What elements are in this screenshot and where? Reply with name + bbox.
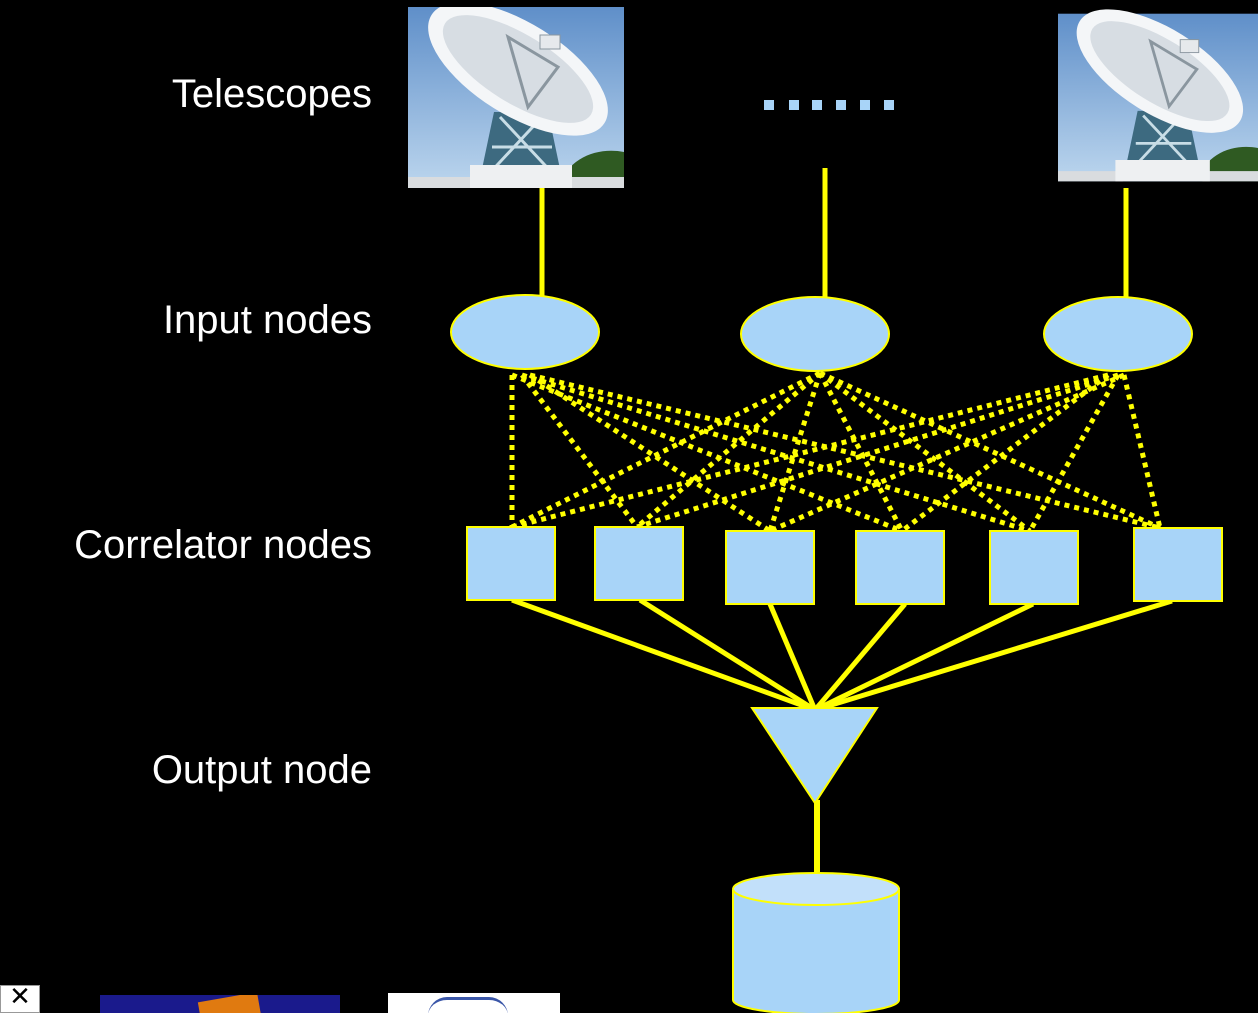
mesh-link-1-2 (520, 373, 639, 529)
mesh-link-2-4 (817, 371, 905, 533)
correlator-node-3 (725, 530, 815, 605)
correlator-node-4 (855, 530, 945, 605)
mesh-link-2-3 (767, 372, 823, 532)
mesh-link-2-5 (818, 371, 1032, 533)
mesh-link-2-6 (818, 370, 1162, 531)
correlator-node-6 (1133, 527, 1223, 602)
mesh-link-3-4 (900, 373, 1110, 533)
output-node (750, 707, 879, 805)
mesh-link-2-1 (510, 370, 822, 530)
mesh-link-3-2 (636, 372, 1119, 530)
radio-dish-telescope-icon (1058, 7, 1258, 183)
footer-logo-right (388, 993, 560, 1013)
telescope-input-links (539, 168, 1129, 297)
correlator-nodes-label: Correlator nodes (74, 523, 372, 567)
telescope-ellipsis (764, 100, 894, 110)
correlator-node-2 (594, 526, 684, 601)
correlator-node-5 (989, 530, 1079, 605)
output-node-label: Output node (151, 748, 372, 792)
storage-cylinder (732, 872, 900, 1013)
telescope-3 (1058, 7, 1258, 183)
mesh-link-1-5 (521, 372, 1031, 534)
telescope-1 (408, 7, 624, 188)
mesh-link-1-4 (511, 372, 903, 534)
input-node-1 (450, 294, 600, 370)
full-mesh-links (509, 370, 1163, 534)
mesh-link-3-6 (1121, 374, 1163, 529)
mesh-link-3-1 (511, 372, 1109, 530)
correlator-node-1 (466, 526, 556, 601)
mesh-link-3-3 (768, 372, 1126, 534)
input-nodes-label: Input nodes (162, 298, 372, 342)
close-icon[interactable]: ✕ (0, 984, 40, 1013)
telescopes-label: Telescopes (171, 72, 372, 116)
mesh-link-1-3 (528, 372, 772, 534)
correlator-output-links (511, 597, 1173, 713)
footer-logo-left (100, 995, 340, 1013)
mesh-link-1-6 (529, 372, 1161, 531)
radio-dish-telescope-icon (408, 7, 624, 188)
input-node-3 (1043, 296, 1193, 372)
input-node-2 (740, 296, 890, 372)
